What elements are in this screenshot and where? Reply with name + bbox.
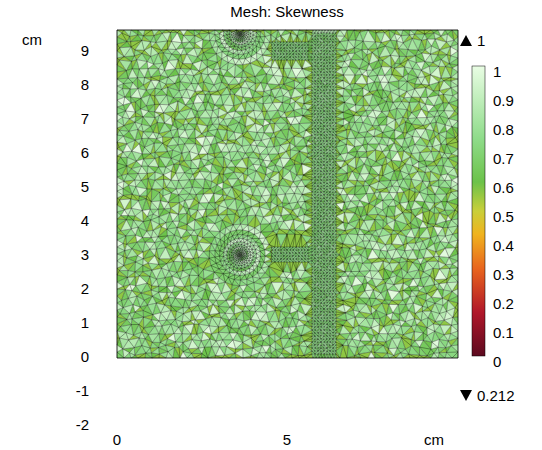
- tick-label: 2: [81, 280, 89, 297]
- max-value: 1: [477, 32, 485, 49]
- mesh-fill: [117, 30, 458, 358]
- tick-label: 8: [81, 76, 89, 93]
- mesh-fill: [117, 30, 458, 358]
- colorbar-tick: 0.4: [493, 237, 514, 254]
- colorbar-tick: 1: [493, 63, 501, 80]
- colorbar-tick: 0: [493, 353, 501, 370]
- mesh-fill: [117, 30, 458, 358]
- tick-label: -1: [76, 382, 89, 399]
- max-marker: [460, 35, 472, 46]
- tick-label: 9: [81, 42, 89, 59]
- min-value: 0.212: [477, 387, 515, 404]
- colorbar-tick: 0.8: [493, 121, 514, 138]
- tick-label: 4: [81, 212, 89, 229]
- tick-label: 0: [113, 431, 121, 448]
- axis-unit: cm: [22, 31, 42, 48]
- colorbar-tick: 0.9: [493, 92, 514, 109]
- tick-label: 5: [283, 431, 291, 448]
- mesh-edges: [117, 30, 458, 358]
- mesh-fill: [117, 30, 458, 358]
- colorbar-tick: 0.2: [493, 295, 514, 312]
- mesh-fill: [117, 30, 458, 358]
- tick-label: 5: [81, 178, 89, 195]
- mesh-boundary: [117, 30, 458, 358]
- axis-unit: cm: [424, 431, 444, 448]
- tick-label: 7: [81, 110, 89, 127]
- tick-label: -2: [76, 416, 89, 433]
- mesh-fill: [117, 30, 458, 358]
- tick-label: 3: [81, 246, 89, 263]
- colorbar-tick: 0.6: [493, 179, 514, 196]
- mesh-fill: [117, 30, 458, 358]
- colorbar-tick: 0.3: [493, 266, 514, 283]
- mesh-fill: [117, 30, 458, 358]
- color-bar: [472, 66, 485, 356]
- colorbar-tick: 0.5: [493, 208, 514, 225]
- plot-title: Mesh: Skewness: [230, 3, 343, 20]
- mesh-elements: [117, 30, 458, 358]
- min-marker: [460, 390, 472, 401]
- tick-label: 6: [81, 144, 89, 161]
- colorbar-tick: 0.7: [493, 150, 514, 167]
- tick-label: 1: [81, 314, 89, 331]
- tick-label: 0: [81, 348, 89, 365]
- colorbar-tick: 0.1: [493, 324, 514, 341]
- mesh-fill: [117, 30, 458, 358]
